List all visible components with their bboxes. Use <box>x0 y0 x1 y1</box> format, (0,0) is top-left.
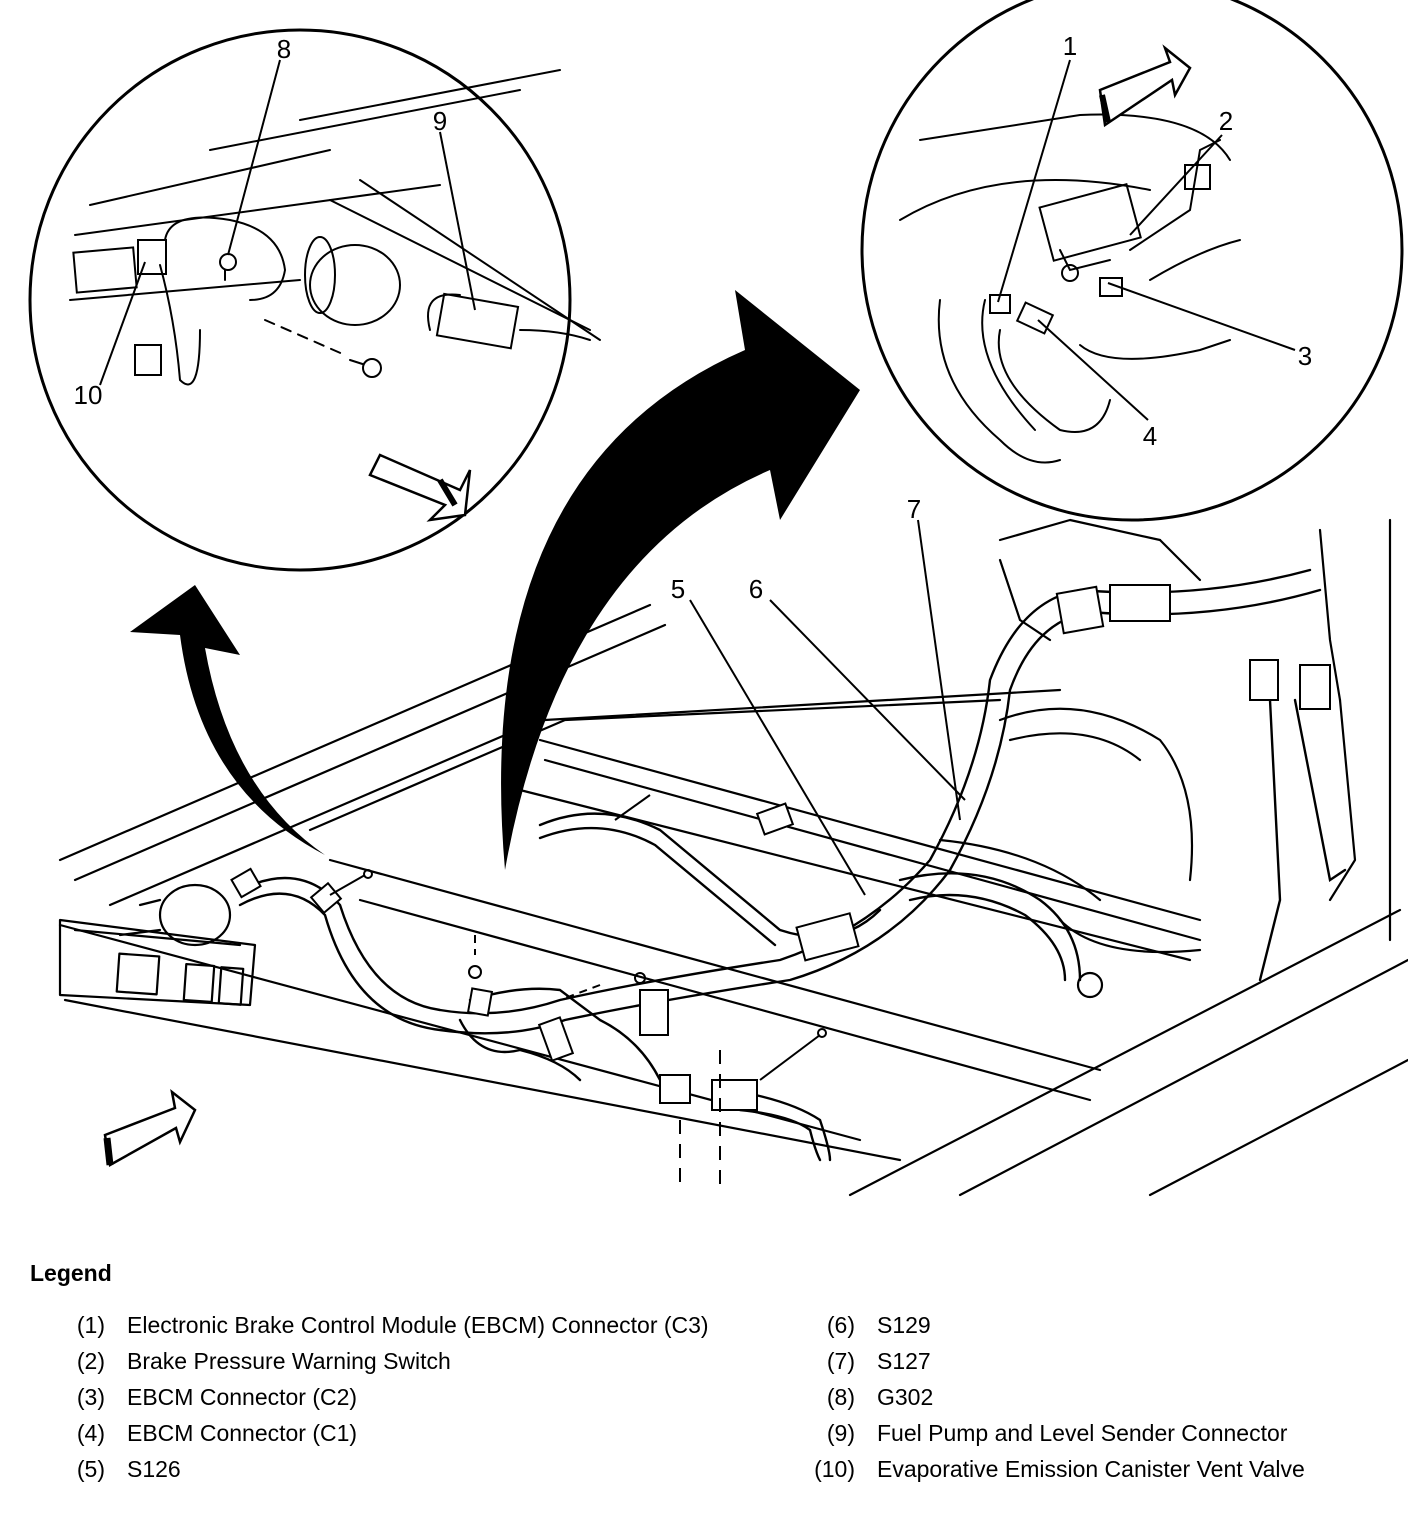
legend-text: EBCM Connector (C2) <box>127 1384 358 1410</box>
legend-text: Fuel Pump and Level Sender Connector <box>877 1420 1288 1446</box>
legend-text: S129 <box>877 1312 931 1338</box>
legend-item-2: (2) Brake Pressure Warning Switch <box>30 1346 750 1376</box>
legend-item-9: (9) Fuel Pump and Level Sender Connector <box>780 1418 1400 1448</box>
callout-4: 4 <box>1143 421 1157 451</box>
legend-item-3: (3) EBCM Connector (C2) <box>30 1382 750 1412</box>
legend-text: Evaporative Emission Canister Vent Valve <box>877 1456 1305 1482</box>
callout-3: 3 <box>1298 341 1312 371</box>
callout-5: 5 <box>671 574 685 604</box>
detail-circle-left <box>28 28 601 572</box>
direction-arrow-right-detail <box>1098 44 1192 128</box>
legend-item-5: (5) S126 <box>30 1454 750 1484</box>
callout-1: 1 <box>1063 31 1077 61</box>
callout-9: 9 <box>433 106 447 136</box>
legend-text: S127 <box>877 1348 931 1374</box>
legend-item-4: (4) EBCM Connector (C1) <box>30 1418 750 1448</box>
callout-7: 7 <box>907 494 921 524</box>
wiring-harness <box>238 568 1347 1162</box>
legend-text: S126 <box>127 1456 181 1482</box>
legend-item-8: (8) G302 <box>780 1382 1400 1412</box>
legend-number: (10) <box>814 1456 855 1482</box>
legend-number: (3) <box>76 1384 105 1410</box>
legend-number: (7) <box>826 1348 855 1374</box>
harness-clips <box>230 584 1331 1111</box>
legend-column-left: (1) Electronic Brake Control Module (EBC… <box>30 1310 750 1490</box>
curved-arrow-to-right-detail <box>501 290 860 870</box>
legend: Legend (1) Electronic Brake Control Modu… <box>0 1230 1408 1518</box>
legend-text: EBCM Connector (C1) <box>127 1420 358 1446</box>
legend-text: Brake Pressure Warning Switch <box>127 1348 451 1374</box>
legend-title: Legend <box>30 1260 112 1286</box>
legend-text: G302 <box>877 1384 934 1410</box>
harness-routing-diagram: 1 2 3 4 5 6 7 8 9 10 <box>28 0 1408 1197</box>
legend-number: (9) <box>826 1420 855 1446</box>
legend-number: (1) <box>76 1312 105 1338</box>
legend-number: (8) <box>826 1384 855 1410</box>
legend-item-1: (1) Electronic Brake Control Module (EBC… <box>30 1310 750 1340</box>
direction-arrow-main <box>103 1088 197 1167</box>
legend-text: Electronic Brake Control Module (EBCM) C… <box>127 1312 709 1338</box>
direction-arrow-left-detail <box>368 453 472 522</box>
fastener-marks <box>329 794 827 1190</box>
callout-2: 2 <box>1219 106 1233 136</box>
legend-number: (5) <box>76 1456 105 1482</box>
legend-item-10: (10) Evaporative Emission Canister Vent … <box>780 1454 1400 1484</box>
legend-number: (4) <box>76 1420 105 1446</box>
callout-10: 10 <box>74 380 103 410</box>
legend-column-right: (6) S129 (7) S127 (8) G302 (9) Fuel Pump… <box>780 1310 1400 1490</box>
legend-item-6: (6) S129 <box>780 1310 1400 1340</box>
callout-6: 6 <box>749 574 763 604</box>
legend-number: (2) <box>76 1348 105 1374</box>
detail-circle-right <box>860 0 1404 522</box>
callout-8: 8 <box>277 34 291 64</box>
legend-item-7: (7) S127 <box>780 1346 1400 1376</box>
curved-arrow-to-left-detail <box>130 585 325 855</box>
legend-number: (6) <box>826 1312 855 1338</box>
